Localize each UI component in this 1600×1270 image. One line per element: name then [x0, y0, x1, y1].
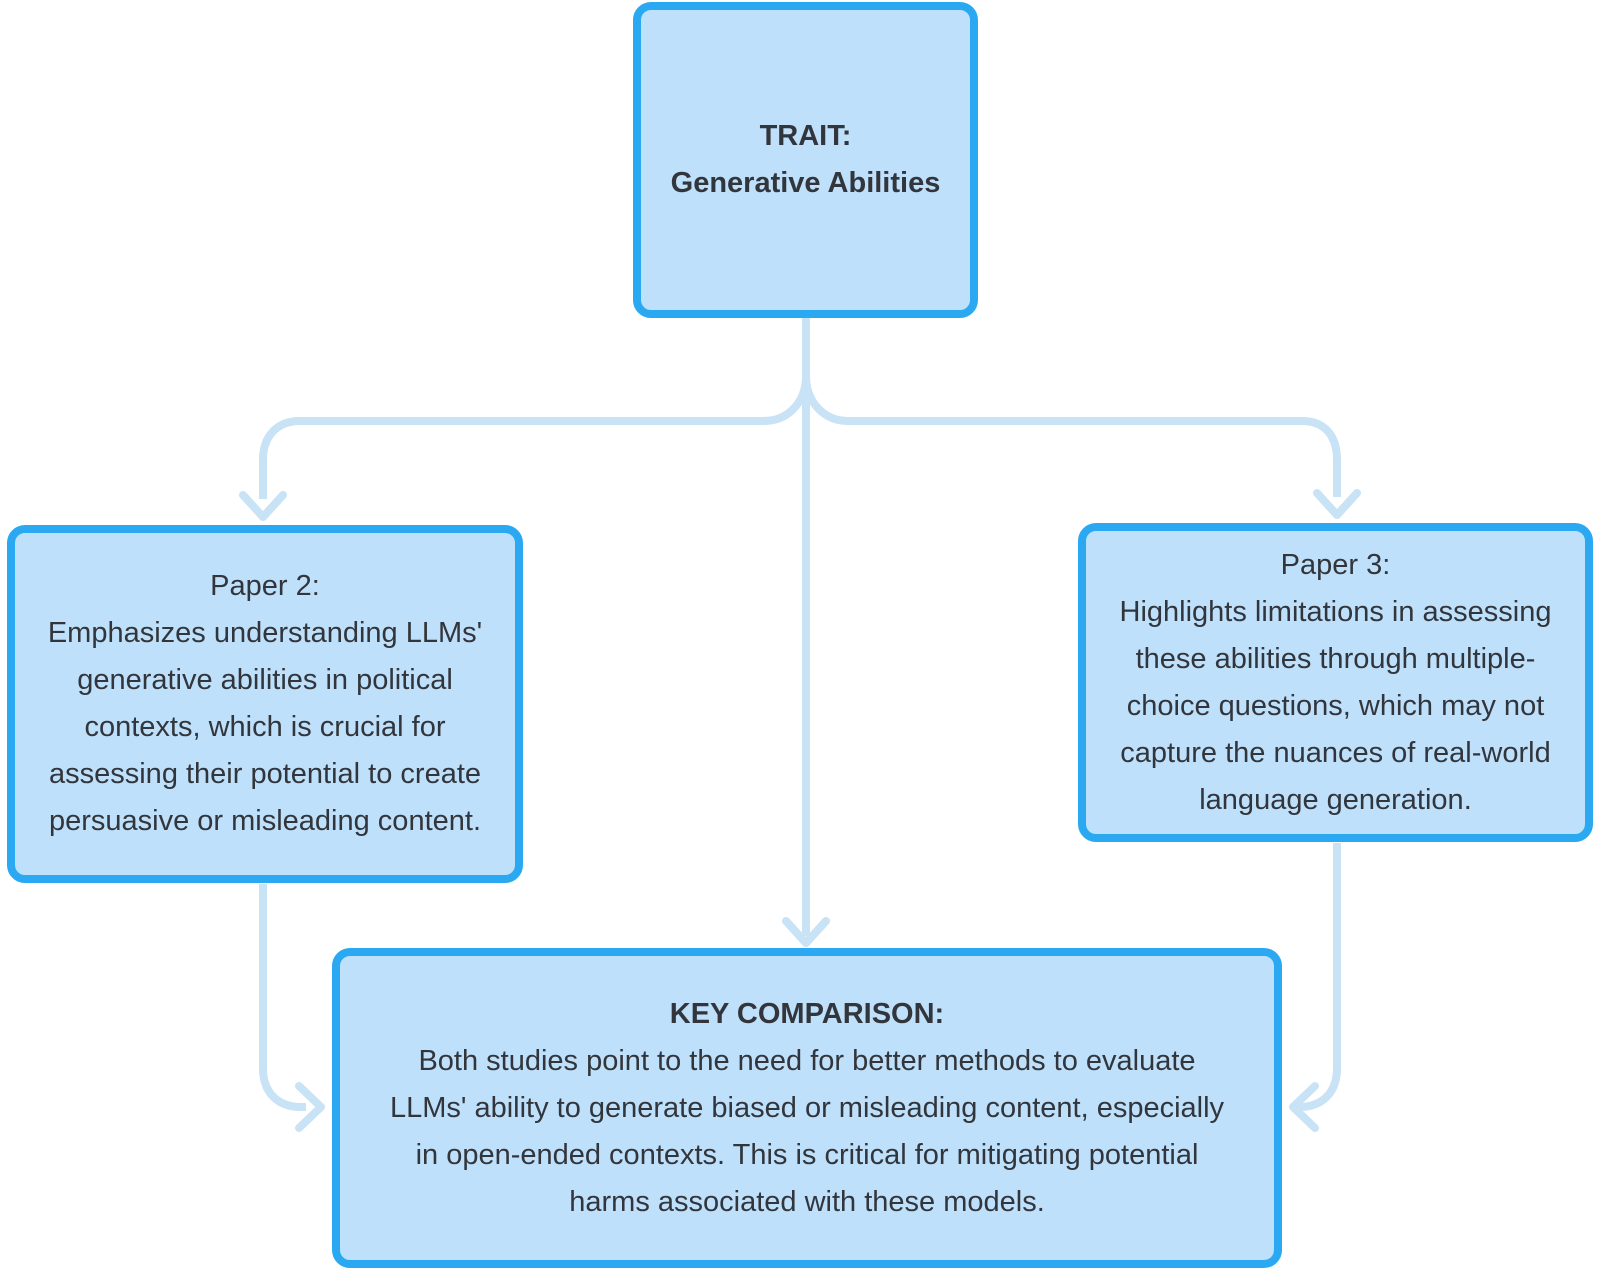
connector-trait-to-paper2 — [259, 375, 810, 499]
node-body-line: persuasive or misleading content. — [48, 805, 481, 837]
node-trait: TRAIT: Generative Abilities — [633, 2, 978, 318]
node-body-line: language generation. — [1199, 783, 1472, 816]
node-title: KEY COMPARISON: — [669, 997, 945, 1030]
node-title: Paper 3: — [1280, 548, 1391, 581]
node-body-line: contexts, which is crucial for — [84, 711, 446, 743]
arrowhead-down-icon — [239, 491, 287, 521]
node-body-line: harms associated with these models. — [569, 1185, 1045, 1218]
node-body-line: Both studies point to the need for bette… — [418, 1044, 1196, 1077]
node-comparison: KEY COMPARISON: Both studies point to th… — [332, 948, 1282, 1268]
node-body-line: assessing their potential to create — [48, 758, 482, 790]
arrowhead-left-icon — [1289, 1082, 1319, 1132]
node-body-line: capture the nuances of real-world — [1120, 736, 1551, 769]
node-title: Paper 2: — [210, 570, 320, 602]
node-title: TRAIT: — [759, 120, 852, 152]
node-paper2: Paper 2: Emphasizes understanding LLMs' … — [7, 525, 523, 883]
node-body-line: generative abilities in political — [77, 664, 453, 696]
node-subtitle: Generative Abilities — [670, 167, 941, 199]
connector-paper2-to-comparison — [259, 884, 306, 1111]
node-body-line: LLMs' ability to generate biased or misl… — [389, 1091, 1225, 1124]
node-body-line: Emphasizes understanding LLMs' — [47, 617, 483, 649]
connector-paper3-to-comparison — [1297, 843, 1341, 1111]
arrowhead-down-icon — [782, 917, 830, 947]
node-body-line: choice questions, which may not — [1126, 689, 1545, 722]
arrowhead-down-icon — [1313, 489, 1361, 519]
node-paper3: Paper 3: Highlights limitations in asses… — [1078, 523, 1593, 842]
connector-trait-to-paper3 — [802, 375, 1341, 497]
node-body-line: in open-ended contexts. This is critical… — [415, 1138, 1199, 1171]
node-body-line: these abilities through multiple- — [1135, 642, 1536, 675]
node-body-line: Highlights limitations in assessing — [1119, 595, 1552, 628]
arrowhead-right-icon — [295, 1082, 325, 1132]
